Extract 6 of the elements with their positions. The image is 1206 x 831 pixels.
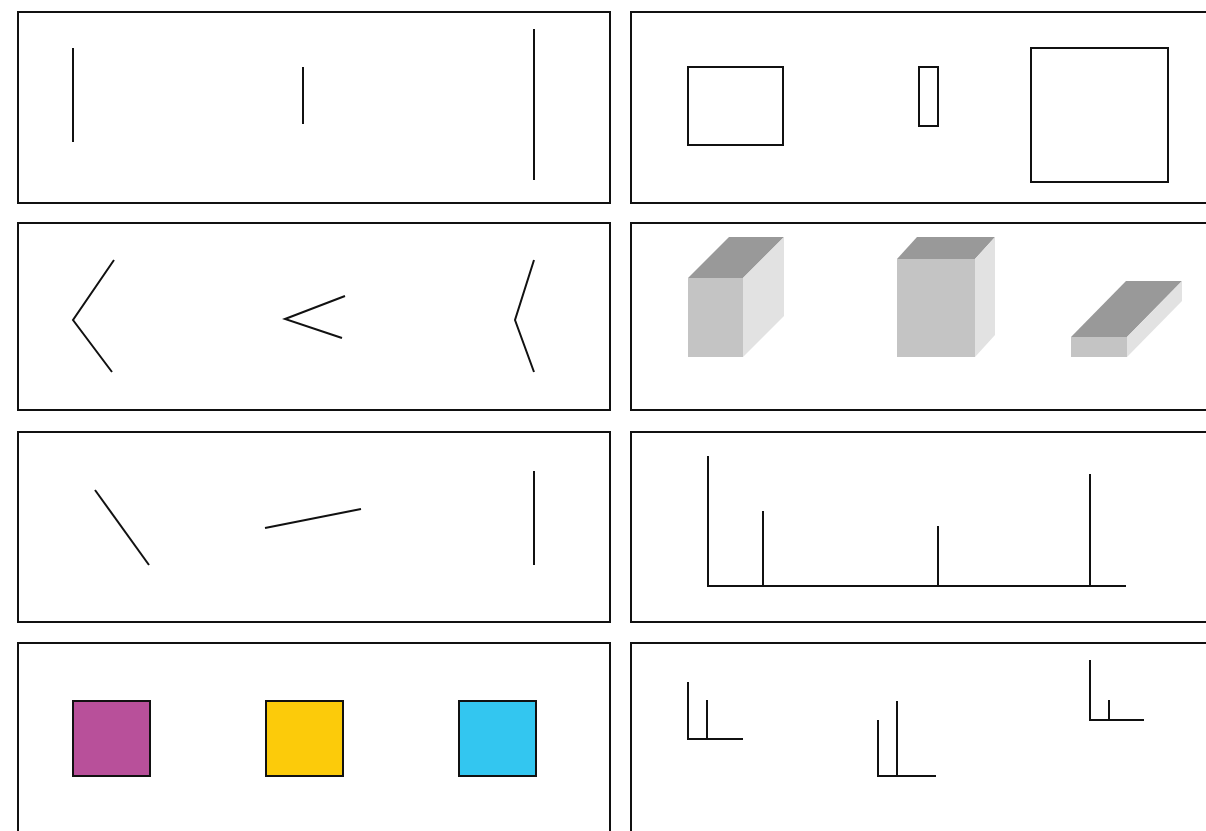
- panel-frame: [630, 642, 1206, 831]
- panel-frame: [630, 431, 1206, 623]
- panel-frame: [17, 11, 611, 204]
- panel-frame: [630, 11, 1206, 204]
- panel-frame: [17, 222, 611, 411]
- panel-frame: [17, 431, 611, 623]
